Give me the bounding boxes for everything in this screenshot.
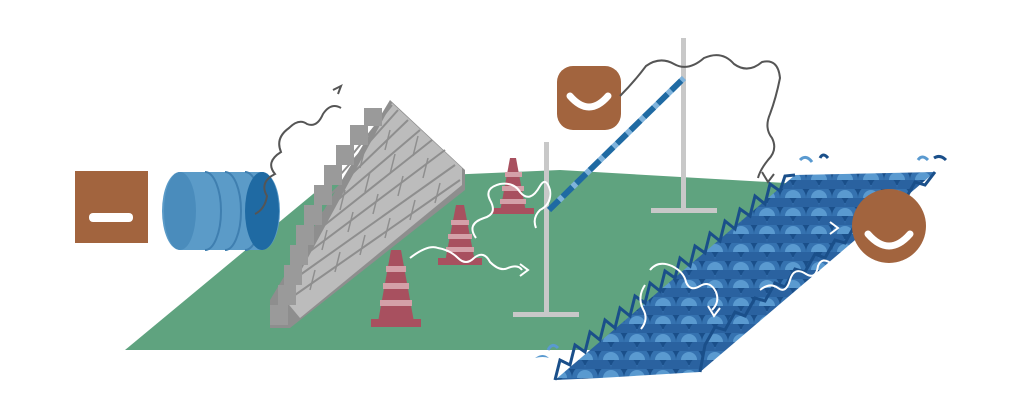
path-line-cones	[409, 180, 552, 277]
high-jump-bar-icon	[513, 38, 717, 317]
traffic-cone-icon	[371, 250, 421, 327]
path-line-smile-to-water	[619, 54, 782, 184]
smile-icon	[557, 66, 621, 130]
neutral-face-icon	[75, 171, 148, 243]
tunnel-icon	[162, 171, 280, 251]
brick-wall-icon	[270, 100, 465, 328]
path-line-tunnel-to-wall	[254, 83, 343, 215]
path-line-water	[639, 221, 859, 330]
happy-face-icon	[852, 189, 926, 263]
